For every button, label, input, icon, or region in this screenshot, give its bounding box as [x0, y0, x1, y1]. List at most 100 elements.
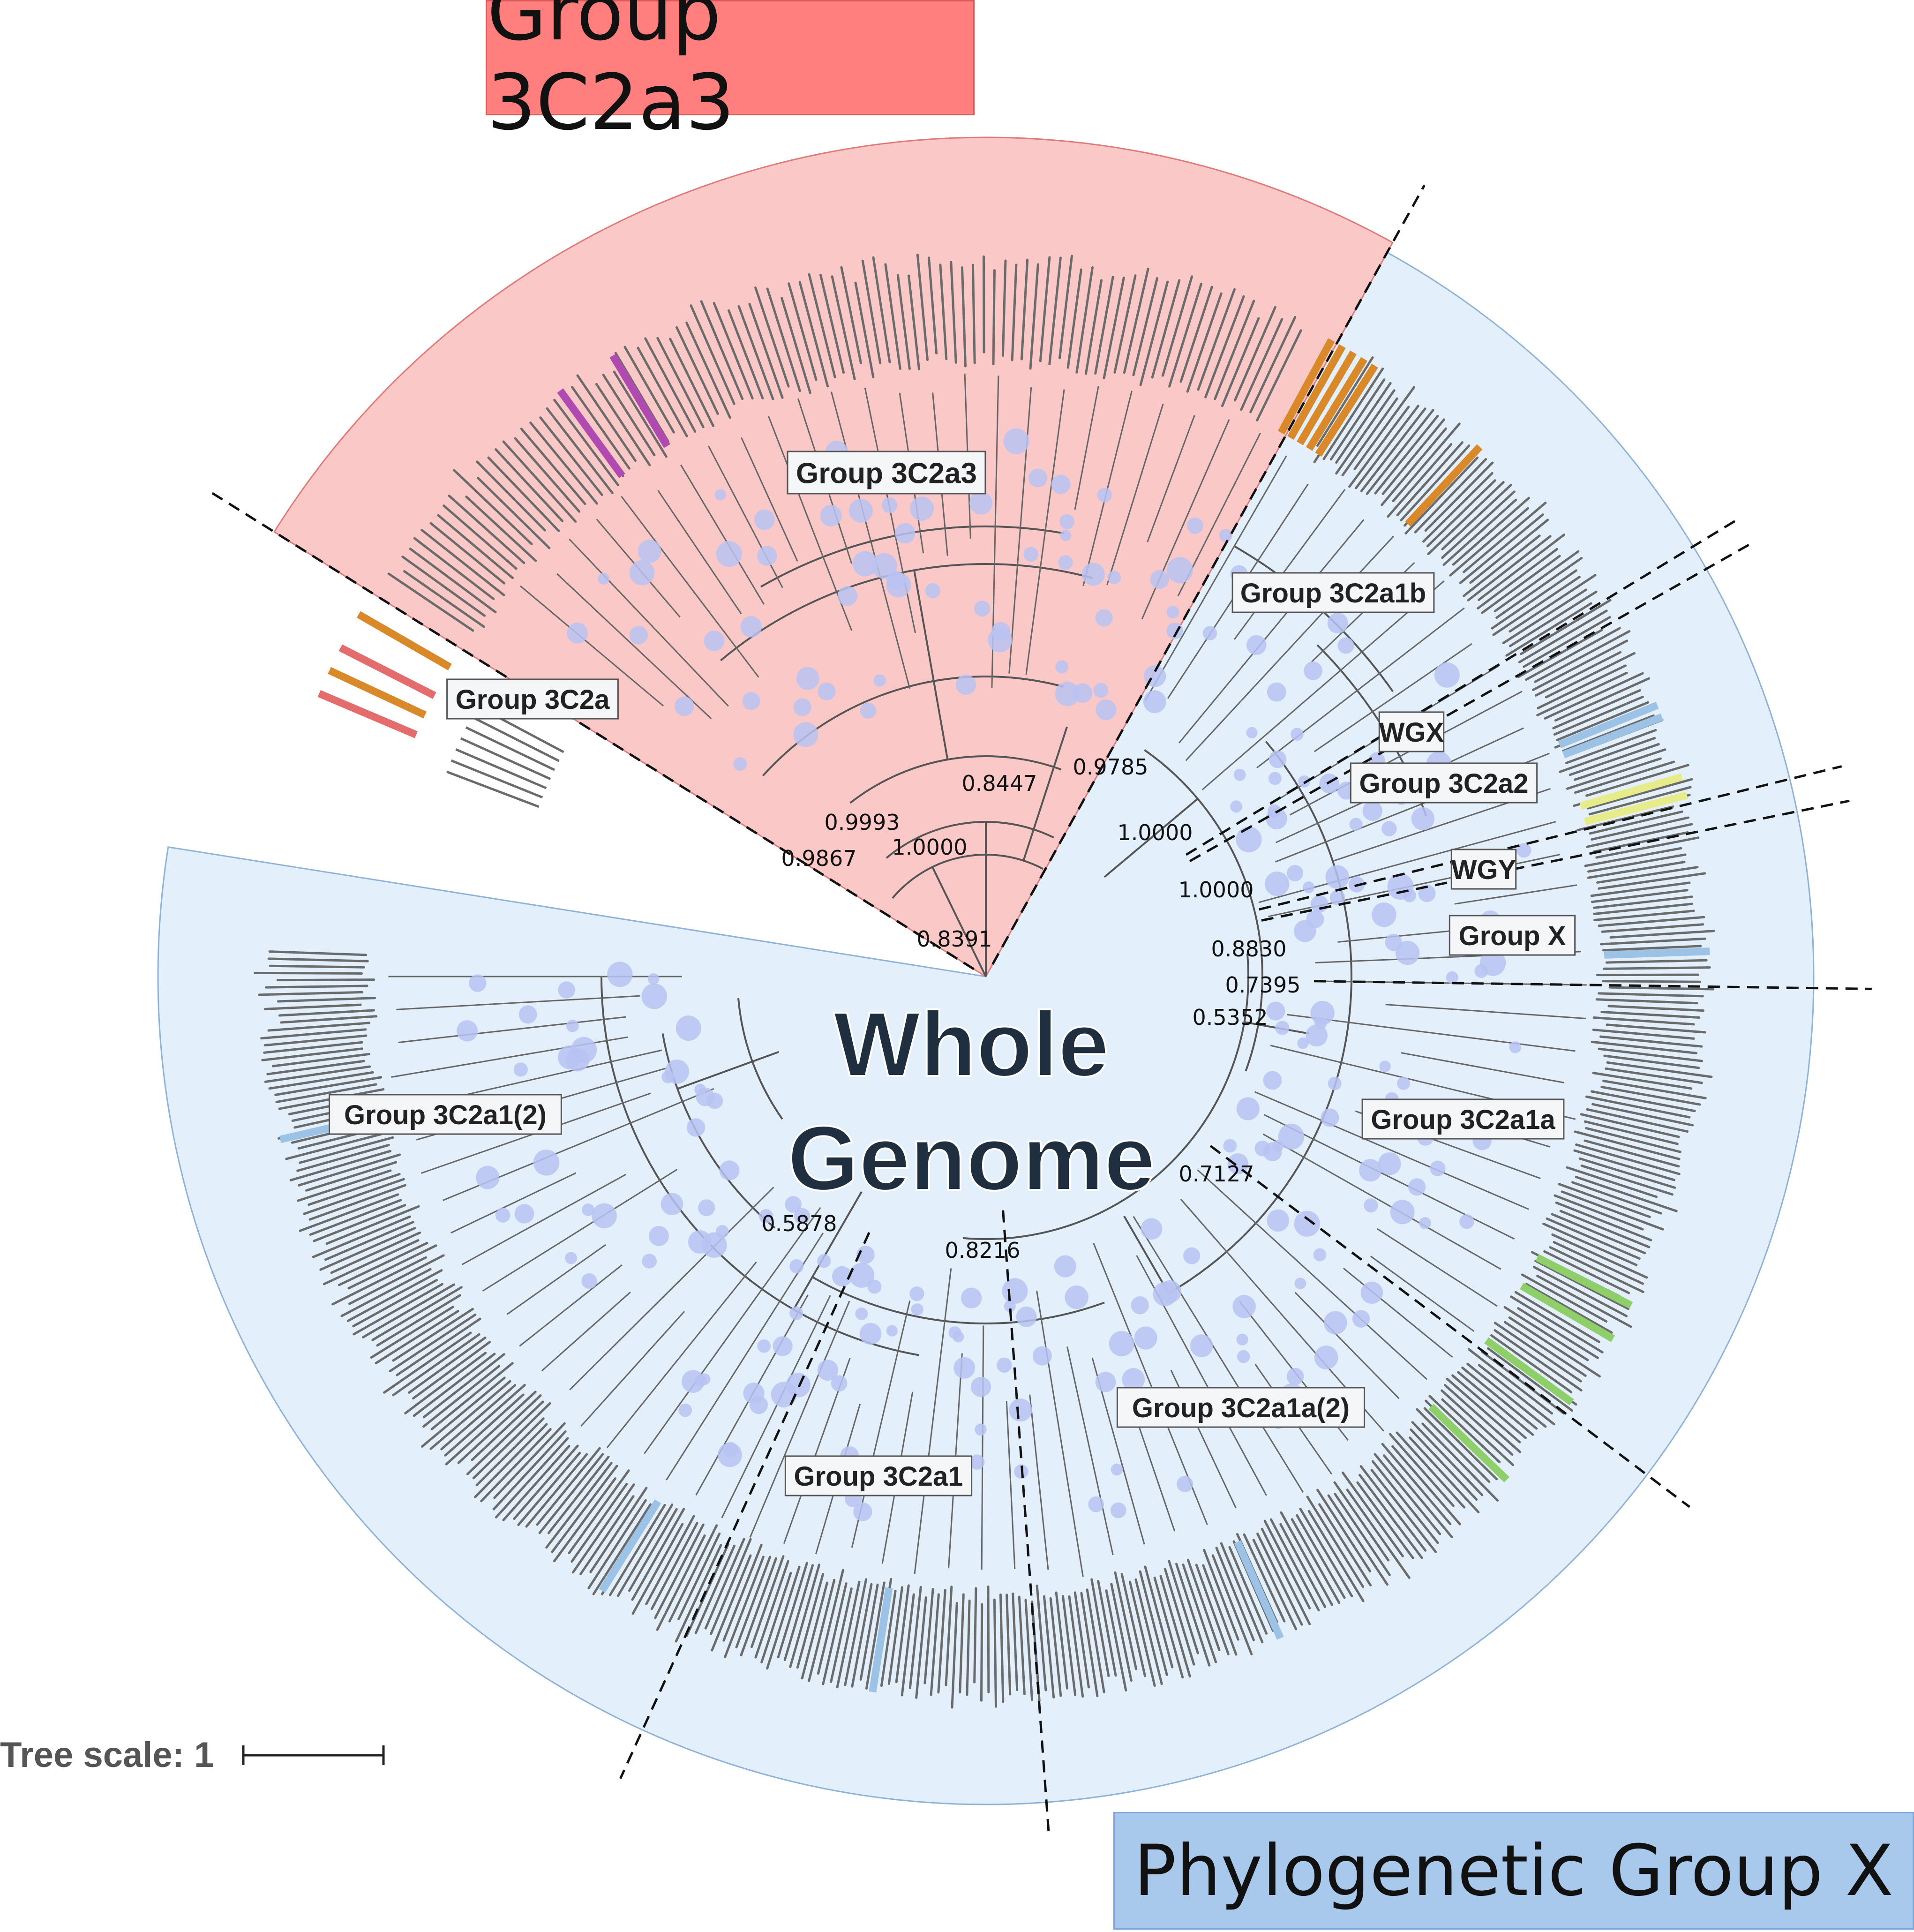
tip-label	[1113, 274, 1137, 374]
node-circle	[457, 1020, 478, 1042]
highlighted-tip	[338, 644, 436, 699]
tip-label	[551, 1465, 618, 1553]
group-label-g3c2a: Group 3C2a	[456, 684, 610, 715]
node-circle	[1028, 468, 1048, 488]
node-circle	[1055, 681, 1080, 707]
node-circle	[1111, 1463, 1123, 1476]
node-circle	[961, 1287, 982, 1308]
tip-label	[260, 1028, 367, 1040]
tip-label	[420, 528, 505, 596]
tip-label	[1571, 1181, 1662, 1215]
tip-label	[999, 1593, 1005, 1703]
tip-label	[1502, 588, 1588, 645]
tip-label	[1381, 427, 1447, 506]
node-circle	[1186, 517, 1204, 534]
node-circle	[1267, 1209, 1290, 1232]
tip-label	[1090, 1578, 1110, 1677]
node-circle	[953, 1331, 964, 1343]
node-circle	[566, 1020, 579, 1032]
tip-label	[465, 496, 537, 562]
tip-label	[1400, 444, 1471, 522]
tip-label	[927, 256, 938, 354]
tip-label	[1589, 810, 1683, 835]
node-circle	[1337, 637, 1354, 654]
node-circle	[1297, 1037, 1309, 1049]
node-circle	[852, 551, 878, 577]
node-circle	[793, 698, 811, 716]
node-circle	[1509, 1041, 1521, 1053]
node-circle	[1054, 1255, 1076, 1278]
tip-label	[457, 1391, 537, 1464]
tip-label	[1442, 498, 1517, 566]
branch-spoke	[1025, 389, 1065, 675]
tip-label	[1186, 292, 1223, 393]
tip-label	[492, 1430, 567, 1511]
tip-label	[595, 383, 651, 466]
tip-label	[1215, 1547, 1255, 1641]
branch-arc	[892, 854, 1043, 899]
tip-label	[1593, 902, 1693, 915]
tip-label	[1066, 268, 1082, 369]
tip-label	[1001, 259, 1007, 357]
tip-label	[1590, 881, 1691, 897]
tip-label	[880, 1590, 897, 1687]
tip-label	[872, 256, 891, 364]
tip-label	[592, 1503, 652, 1595]
tip-label	[495, 448, 564, 522]
branch-arc	[600, 976, 919, 1356]
tip-label	[1466, 1362, 1547, 1428]
group-3c2a3-banner: Group 3C2a3	[486, 0, 975, 147]
highlighted-tip	[1405, 444, 1483, 527]
node-circle	[592, 1203, 617, 1229]
branch-spoke	[749, 1301, 850, 1538]
tip-label	[1505, 602, 1592, 657]
node-circle	[1321, 1108, 1339, 1127]
tip-label	[263, 1041, 363, 1054]
tip-label	[553, 1477, 617, 1563]
tip-label	[861, 259, 882, 364]
support-value-sv5: 0.9867	[781, 846, 857, 871]
tip-label	[939, 263, 948, 361]
tip-label	[348, 1254, 445, 1305]
tip-label	[788, 282, 818, 381]
node-circle	[1232, 1295, 1256, 1318]
tip-label	[331, 1256, 427, 1306]
node-circle	[716, 541, 742, 567]
branch-stem	[793, 1191, 863, 1310]
tip-label	[1534, 1259, 1630, 1310]
branch-spoke	[621, 496, 759, 678]
node-circle	[1294, 1278, 1306, 1289]
tip-label	[830, 1587, 853, 1683]
tip-label	[274, 1076, 383, 1096]
highlighted-tip	[1535, 1254, 1633, 1309]
tip-label	[1585, 764, 1689, 797]
tip-label	[887, 1586, 904, 1685]
tip-label	[1534, 630, 1631, 683]
tip-label	[1495, 556, 1583, 619]
tip-label	[525, 1453, 588, 1528]
tip-label	[628, 1508, 678, 1592]
tip-label	[1389, 1433, 1455, 1507]
tip-label	[923, 1587, 934, 1684]
branch-spoke	[1144, 455, 1287, 701]
group-label-wgx: WGX	[1379, 717, 1444, 748]
node-circle	[817, 1360, 839, 1381]
node-circle	[794, 1208, 811, 1224]
tip-label	[266, 1060, 365, 1075]
tip-label	[1128, 1580, 1156, 1687]
node-circle	[607, 962, 633, 987]
node-circle	[1246, 635, 1267, 655]
node-circle	[567, 622, 588, 644]
tip-label	[916, 253, 929, 361]
branch-spoke	[680, 464, 765, 605]
node-circle	[558, 981, 575, 999]
tip-label	[1592, 1072, 1693, 1090]
branch-spoke	[741, 437, 798, 562]
tip-label	[392, 1333, 480, 1397]
tip-label	[1494, 1329, 1583, 1392]
node-circle	[853, 1502, 872, 1521]
branch-spoke	[569, 1187, 774, 1391]
node-circle	[754, 509, 775, 530]
support-value-sv11: 0.5352	[1193, 1005, 1268, 1030]
